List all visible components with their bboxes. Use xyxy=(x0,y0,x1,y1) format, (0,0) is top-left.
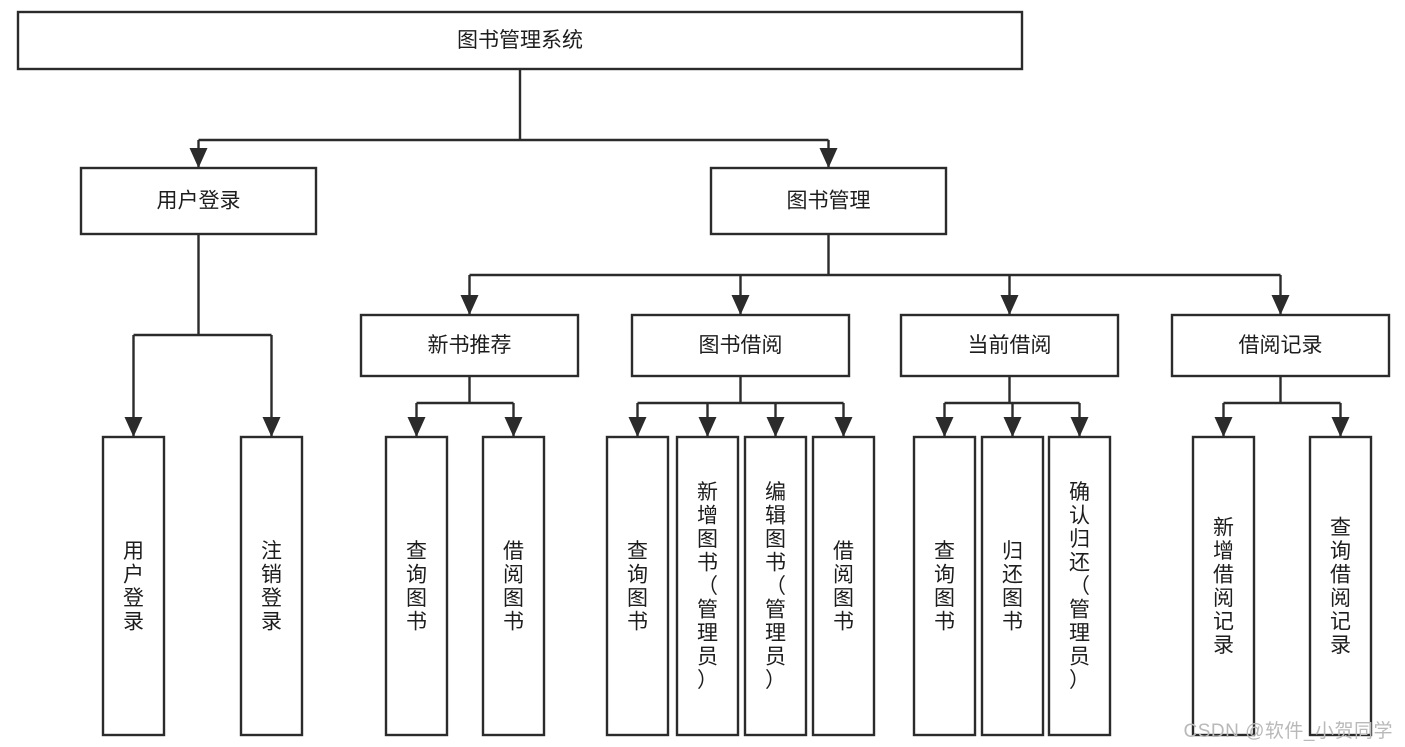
node-box xyxy=(1170,313,1391,378)
node-label: 借阅记录 xyxy=(1239,334,1323,357)
node-leaf[interactable]: 编辑图书（管理员） xyxy=(743,435,808,737)
node-leaf[interactable]: 查询图书 xyxy=(912,435,977,737)
node-layer: 图书管理系统用户登录图书管理新书推荐图书借阅当前借阅借阅记录用户登录注销登录查询… xyxy=(16,10,1391,737)
node-label: 注销登录 xyxy=(261,540,282,634)
node-leaf[interactable]: 归还图书 xyxy=(980,435,1045,737)
node-leaf[interactable]: 确认归还（管理员） xyxy=(1047,435,1112,737)
node-root[interactable]: 图书管理系统 xyxy=(16,10,1024,71)
node-label: 新增图书（管理员） xyxy=(697,481,718,692)
node-label: 用户登录 xyxy=(123,540,144,634)
arrow-head-icon xyxy=(1070,417,1089,437)
node-box xyxy=(675,435,740,737)
node-box xyxy=(79,166,318,236)
node-leaf[interactable]: 查询借阅记录 xyxy=(1308,435,1373,737)
arrow-head-icon xyxy=(460,295,479,315)
node-level3[interactable]: 图书借阅 xyxy=(630,313,851,378)
node-box xyxy=(359,313,580,378)
arrow-head-icon xyxy=(1214,417,1233,437)
arrow-head-icon xyxy=(262,417,281,437)
node-level3[interactable]: 新书推荐 xyxy=(359,313,580,378)
node-box xyxy=(1308,435,1373,737)
node-leaf[interactable]: 新增借阅记录 xyxy=(1191,435,1256,737)
node-leaf[interactable]: 查询图书 xyxy=(384,435,449,737)
node-label: 图书借阅 xyxy=(699,334,783,357)
node-label: 编辑图书（管理员） xyxy=(765,481,786,692)
arrow-head-icon xyxy=(698,417,717,437)
node-label: 当前借阅 xyxy=(968,334,1052,357)
node-box xyxy=(239,435,304,737)
node-label: 图书管理 xyxy=(787,190,871,213)
node-leaf[interactable]: 新增图书（管理员） xyxy=(675,435,740,737)
arrow-head-icon xyxy=(1271,295,1290,315)
arrow-head-icon xyxy=(504,417,523,437)
node-level3[interactable]: 借阅记录 xyxy=(1170,313,1391,378)
arrow-head-icon xyxy=(819,148,838,168)
node-leaf[interactable]: 借阅图书 xyxy=(481,435,546,737)
node-level2[interactable]: 图书管理 xyxy=(709,166,948,236)
node-box xyxy=(709,166,948,236)
node-leaf[interactable]: 用户登录 xyxy=(101,435,166,737)
arrow-head-icon xyxy=(189,148,208,168)
node-box xyxy=(1047,435,1112,737)
node-label: 新书推荐 xyxy=(428,334,512,357)
node-label: 查询图书 xyxy=(934,540,955,634)
connector-layer xyxy=(124,69,1350,437)
arrow-head-icon xyxy=(834,417,853,437)
csdn-watermark: CSDN @软件_小贺同学 xyxy=(1183,721,1393,742)
node-label: 归还图书 xyxy=(1002,540,1023,634)
node-level3[interactable]: 当前借阅 xyxy=(899,313,1120,378)
node-label: 图书管理系统 xyxy=(457,29,583,52)
arrow-head-icon xyxy=(731,295,750,315)
node-label: 查询图书 xyxy=(406,540,427,634)
node-box xyxy=(912,435,977,737)
node-level2[interactable]: 用户登录 xyxy=(79,166,318,236)
node-box xyxy=(384,435,449,737)
node-box xyxy=(980,435,1045,737)
arrow-head-icon xyxy=(1331,417,1350,437)
node-box xyxy=(16,10,1024,71)
node-label: 用户登录 xyxy=(157,190,241,213)
arrow-head-icon xyxy=(124,417,143,437)
node-label: 查询借阅记录 xyxy=(1330,516,1351,657)
node-box xyxy=(899,313,1120,378)
node-box xyxy=(811,435,876,737)
node-box xyxy=(101,435,166,737)
arrow-head-icon xyxy=(1000,295,1019,315)
node-label: 借阅图书 xyxy=(833,540,854,634)
node-box xyxy=(481,435,546,737)
node-label: 查询图书 xyxy=(627,540,648,634)
node-leaf[interactable]: 注销登录 xyxy=(239,435,304,737)
node-leaf[interactable]: 查询图书 xyxy=(605,435,670,737)
node-label: 新增借阅记录 xyxy=(1213,516,1234,657)
arrow-head-icon xyxy=(407,417,426,437)
node-box xyxy=(743,435,808,737)
arrow-head-icon xyxy=(628,417,647,437)
node-box xyxy=(630,313,851,378)
node-label: 确认归还（管理员） xyxy=(1069,481,1090,692)
node-leaf[interactable]: 借阅图书 xyxy=(811,435,876,737)
arrow-head-icon xyxy=(1003,417,1022,437)
node-box xyxy=(605,435,670,737)
node-label: 借阅图书 xyxy=(503,540,524,634)
arrow-head-icon xyxy=(766,417,785,437)
node-box xyxy=(1191,435,1256,737)
arrow-head-icon xyxy=(935,417,954,437)
